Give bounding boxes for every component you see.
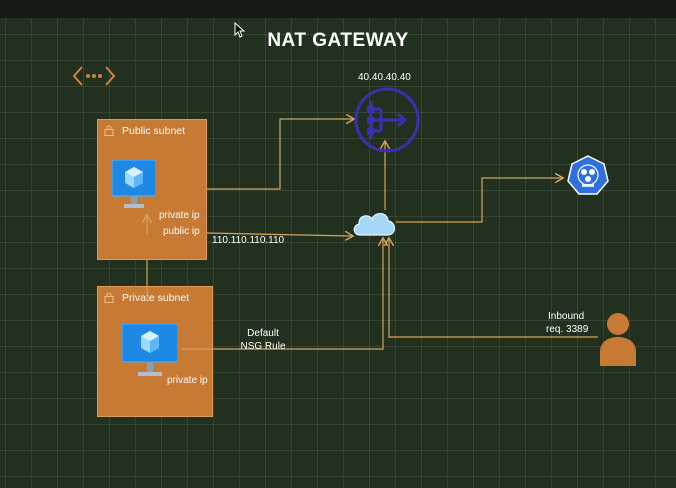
private-subnet: Private subnet: [97, 286, 213, 417]
lock-icon: [104, 125, 114, 136]
nsg-rule-label-line2: NSG Rule: [240, 341, 286, 352]
virtual-machine-icon: [122, 324, 178, 376]
inbound-label-line2: req. 3389: [546, 324, 589, 335]
public-vm-private-ip-label: private ip: [159, 210, 200, 221]
kubernetes-icon: [567, 155, 609, 195]
nat-gateway-ip-label: 40.40.40.40: [358, 72, 411, 83]
public-ip-address-label: 110.110.110.110: [212, 235, 285, 246]
code-brackets-icon: [72, 66, 116, 86]
public-subnet-label: Public subnet: [122, 125, 186, 137]
nsg-rule-label-line1: Default: [247, 328, 279, 339]
cloud-icon: [353, 213, 395, 236]
top-bar: [0, 0, 676, 18]
public-vm-public-ip-label: public ip: [163, 226, 200, 237]
nat-gateway-icon: [354, 87, 420, 153]
private-subnet-label: Private subnet: [122, 292, 190, 304]
diagram-title: NAT GATEWAY: [267, 30, 409, 51]
private-vm-ip-label: private ip: [167, 375, 208, 386]
virtual-machine-icon: [112, 160, 156, 208]
lock-icon: [104, 292, 114, 303]
user-icon: [600, 313, 636, 366]
inbound-label-line1: Inbound: [548, 311, 585, 322]
mouse-cursor-icon: [234, 22, 246, 38]
